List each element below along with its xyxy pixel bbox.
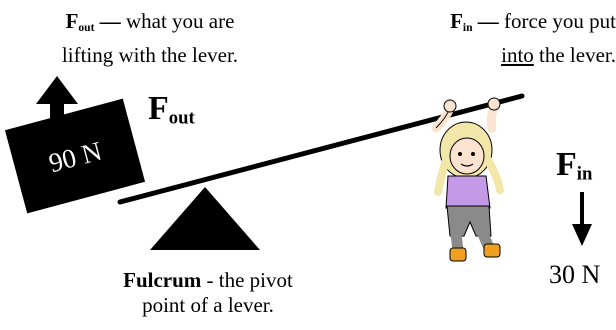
fin-symbol: Fin [556, 146, 593, 185]
down-arrow-icon [572, 192, 592, 246]
effort-value: 30 N [549, 260, 601, 289]
fout-desc-symbol: Fout [65, 9, 95, 34]
fulcrum-triangle [150, 187, 260, 250]
fin-description: Fin — force you put into the lever. [372, 8, 616, 69]
fout-desc-dash: — [94, 9, 126, 33]
fulcrum-label-rest: - the pivot [201, 268, 293, 292]
lever-bar [117, 93, 525, 205]
fin-desc-line1: force you put [504, 9, 616, 33]
fulcrum-label: Fulcrum - the pivot point of a lever. [78, 268, 338, 318]
fout-desc-line1: what you are [125, 9, 235, 33]
load-block: 90 N [4, 98, 146, 214]
fout-symbol: Fout [148, 90, 195, 129]
fin-desc-symbol: Fin [450, 9, 473, 34]
fulcrum-label-line2: point of a lever. [142, 293, 274, 317]
girl-figure [431, 97, 504, 262]
fin-desc-into: into [501, 42, 534, 67]
fulcrum-label-bold: Fulcrum [123, 268, 202, 292]
fout-desc-line2: lifting with the lever. [61, 42, 239, 67]
fin-desc-line2: the lever. [533, 42, 616, 67]
fout-description: Fout — what you are lifting with the lev… [30, 8, 270, 69]
fin-desc-dash: — [472, 9, 505, 33]
